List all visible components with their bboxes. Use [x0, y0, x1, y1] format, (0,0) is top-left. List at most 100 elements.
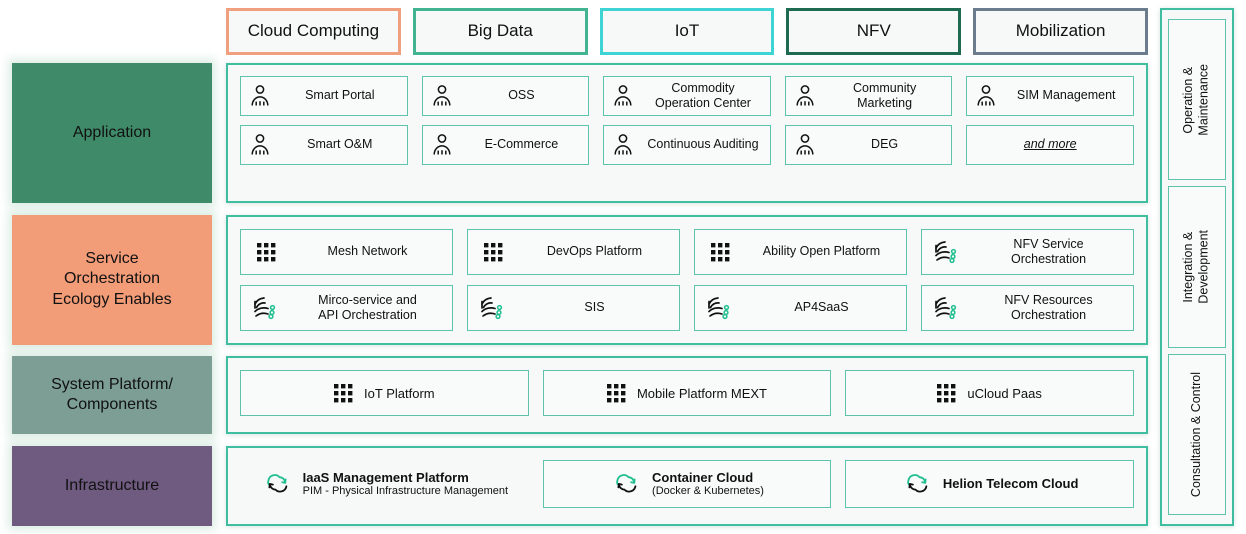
infra-item-subtitle: (Docker & Kubernetes): [652, 485, 764, 498]
system-item-label: uCloud Paas: [967, 385, 1042, 401]
grid-dots-icon: [330, 383, 356, 403]
system-item-label: IoT Platform: [364, 385, 435, 401]
badge-label: Cloud Computing: [247, 21, 380, 41]
orchestration-icon: [930, 239, 964, 265]
app-item-e-commerce[interactable]: E-Commerce: [421, 124, 590, 165]
orchestration-icon: [249, 295, 283, 321]
system-item-label: Mobile Platform MEXT: [636, 385, 768, 401]
system-item-ucloud-paas[interactable]: uCloud Paas: [845, 370, 1134, 417]
infra-item-title: IaaS Management Platform: [302, 469, 469, 485]
layer-label-infrastructure: Infrastructure: [12, 446, 212, 527]
service-items: Mesh Network DevOps Platform Ability Open …: [228, 217, 1146, 343]
orchestration-icon: [703, 295, 737, 321]
service-item-mesh-network[interactable]: Mesh Network: [240, 228, 453, 275]
system-item-iot-platform[interactable]: IoT Platform: [240, 370, 529, 417]
orchestration-icon: [930, 295, 964, 321]
service-item-label: Mesh Network: [327, 244, 408, 259]
badge-iot[interactable]: IoT: [599, 8, 775, 55]
service-item-ap4saas[interactable]: AP4SaaS: [694, 284, 907, 331]
app-item-oss[interactable]: OSS: [421, 75, 590, 116]
person-icon: [247, 133, 273, 157]
person-icon: [247, 84, 273, 108]
badge-label: NFV: [856, 21, 891, 41]
app-item-label: Smart Portal: [305, 88, 375, 103]
service-item-ability-open-platform[interactable]: Ability Open Platform: [694, 228, 907, 275]
app-item-and-more[interactable]: and more: [966, 124, 1134, 165]
sidebar-item-consultation-control[interactable]: Consultation & Control: [1168, 353, 1226, 515]
layer-title: Application: [72, 123, 152, 141]
app-item-smart-o-m[interactable]: Smart O&M: [240, 124, 408, 165]
cloud-icon: [610, 472, 644, 496]
badge-label: Big Data: [467, 21, 533, 41]
grid-dots-icon: [933, 383, 959, 403]
layer-body-system-platform: IoT Platform Mobile Platform MEXT uCloud P…: [226, 356, 1148, 435]
system-items: IoT Platform Mobile Platform MEXT uCloud P…: [228, 358, 1146, 428]
badge-label: Mobilization: [1015, 21, 1106, 41]
app-item-continuous-auditing[interactable]: Continuous Auditing: [603, 124, 771, 165]
app-item-label: Continuous Auditing: [647, 137, 759, 152]
layer-title: Infrastructure: [64, 476, 160, 494]
infra-item-helion-telecom-cloud[interactable]: Helion Telecom Cloud: [845, 460, 1134, 509]
sidebar-item-operation-maintenance[interactable]: Operation & Maintenance: [1168, 19, 1226, 181]
service-item-label: DevOps Platform: [546, 244, 643, 259]
badge-big-data[interactable]: Big Data: [412, 8, 588, 55]
infra-item-text: Helion Telecom Cloud: [935, 476, 1079, 492]
layer-body-service-orchestration: Mesh Network DevOps Platform Ability Open …: [226, 214, 1148, 345]
service-item-label: SIS: [584, 300, 605, 315]
infra-item-subtitle: PIM - Physical Infrastructure Management: [302, 485, 509, 498]
sidebar-item-integration-development[interactable]: Integration & Development: [1168, 186, 1226, 348]
layer-label-application: Application: [12, 62, 212, 203]
app-item-deg[interactable]: DEG: [784, 124, 953, 165]
infra-item-text: Container Cloud(Docker & Kubernetes): [644, 470, 764, 499]
app-item-label: DEG: [871, 137, 899, 152]
app-item-label: E-Commerce: [484, 137, 559, 152]
app-item-smart-portal[interactable]: Smart Portal: [240, 75, 408, 116]
badge-mobilization[interactable]: Mobilization: [973, 8, 1148, 55]
person-icon: [610, 133, 636, 157]
system-item-mobile-platform-mext[interactable]: Mobile Platform MEXT: [542, 370, 832, 417]
sidebar-item-label: Integration & Development: [1181, 230, 1211, 304]
grid-dots-icon: [703, 242, 737, 262]
person-icon: [429, 133, 455, 157]
app-item-sim-management[interactable]: SIM Management: [966, 75, 1134, 116]
main-column: Cloud Computing Big Data IoT NFV Mobilizatio…: [0, 8, 1160, 527]
badge-nfv[interactable]: NFV: [786, 8, 962, 55]
layer-label-system-platform: System Platform/Components: [12, 356, 212, 435]
person-icon: [792, 84, 818, 108]
service-item-sis[interactable]: SIS: [467, 284, 680, 331]
service-item-label: AP4SaaS: [794, 300, 849, 315]
service-item-devops-platform[interactable]: DevOps Platform: [467, 228, 680, 275]
infra-item-container-cloud[interactable]: Container Cloud(Docker & Kubernetes): [542, 460, 832, 509]
category-badges: Cloud Computing Big Data IoT NFV Mobilizatio…: [226, 8, 1148, 55]
badge-label: IoT: [674, 21, 700, 41]
cloud-icon: [261, 472, 295, 496]
app-item-label: and more: [1023, 137, 1077, 152]
layer-title: System Platform/Components: [51, 375, 173, 414]
grid-dots-icon: [476, 242, 510, 262]
sidebar-item-label: Consultation & Control: [1189, 371, 1204, 497]
badge-cloud-computing[interactable]: Cloud Computing: [226, 8, 401, 55]
grid-dots-icon: [603, 383, 629, 403]
person-icon: [429, 84, 455, 108]
infra-item-title: Container Cloud: [652, 469, 754, 485]
service-item-label: Ability Open Platform: [762, 244, 881, 259]
